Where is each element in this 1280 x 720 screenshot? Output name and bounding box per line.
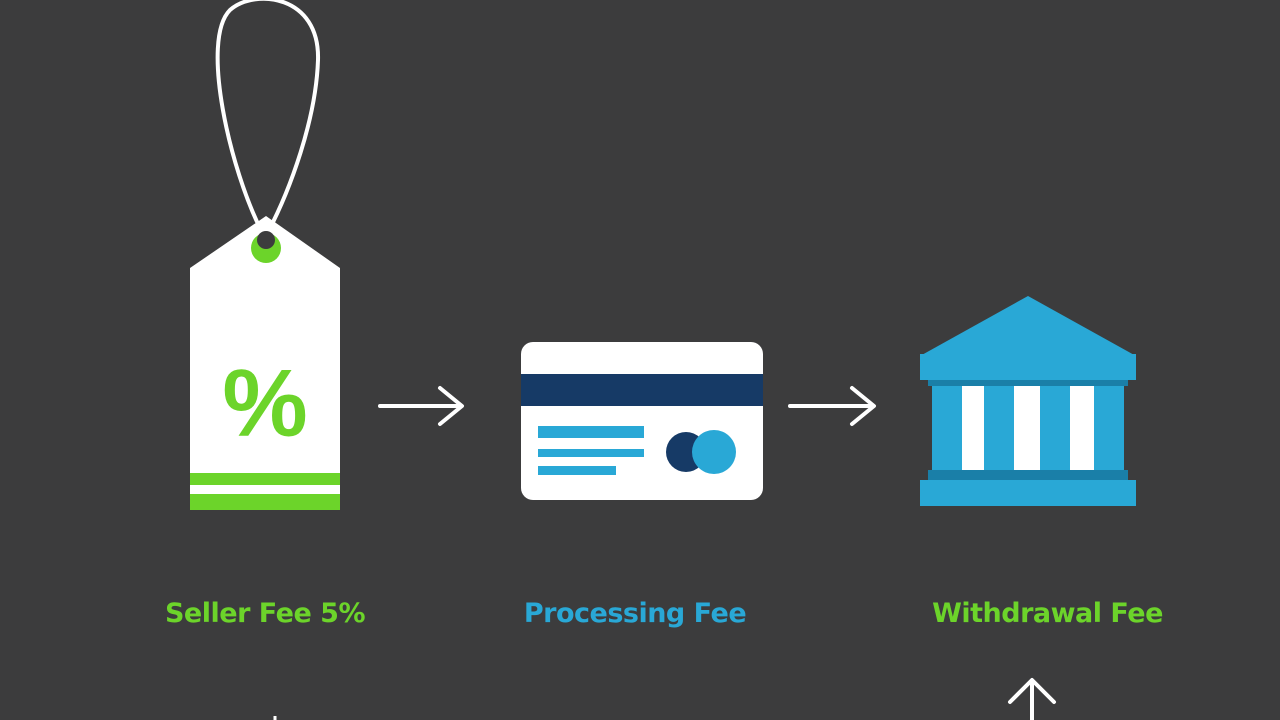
bank-column: [984, 386, 1014, 470]
price-tag-percent-icon: %: [190, 0, 340, 510]
seller-fee-label: Seller Fee 5%: [164, 598, 366, 629]
card-logo-light: [692, 430, 736, 474]
bank-column: [1040, 386, 1070, 470]
bank-column: [1094, 386, 1124, 470]
arrow-right-icon: [378, 386, 464, 426]
bank-column: [932, 386, 962, 470]
tag-stripe-top: [190, 473, 340, 485]
arrow-right-icon: [788, 386, 876, 426]
tag-stripe-bottom: [190, 494, 340, 510]
processing-fee-label: Processing Fee: [523, 598, 747, 629]
bank-roof: [920, 296, 1136, 356]
bank-roof-base: [920, 354, 1136, 380]
tag-string: [215, 0, 321, 234]
bank-base: [920, 480, 1136, 506]
card-line-1: [538, 426, 644, 438]
withdrawal-fee-label: Withdrawal Fee: [932, 598, 1163, 629]
tag-percent-symbol: %: [222, 350, 307, 457]
card-body: [521, 342, 763, 500]
credit-card-icon: [521, 342, 763, 500]
card-line-2: [538, 449, 644, 457]
tag-body: [190, 216, 340, 510]
bank-building-icon: [920, 296, 1136, 506]
card-magnetic-stripe: [521, 374, 763, 406]
arrow-up-icon: [1008, 678, 1056, 720]
card-line-3: [538, 466, 616, 475]
